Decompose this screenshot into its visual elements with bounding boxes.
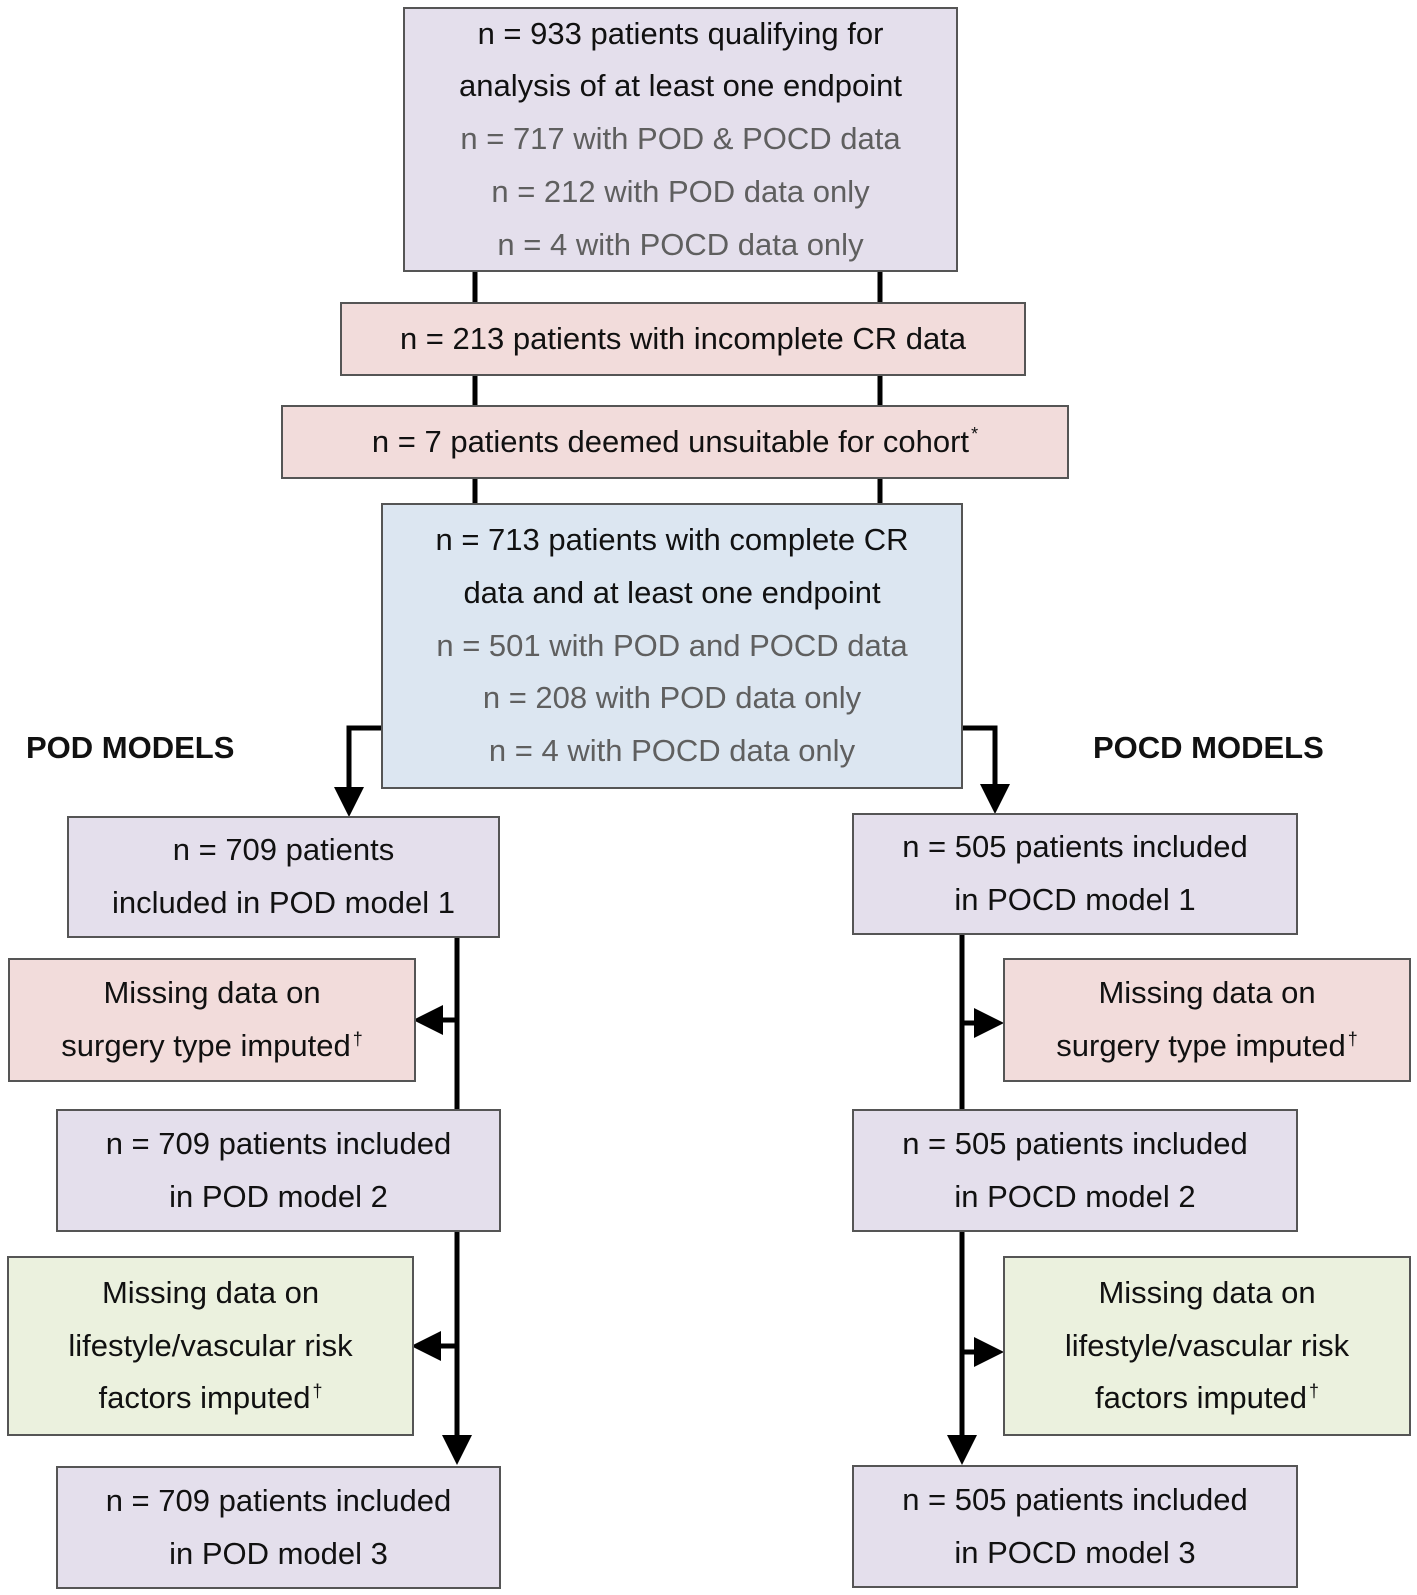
unsuitable-line: n = 7 patients deemed unsuitable for coh…: [372, 419, 978, 466]
complete-cr-line1: n = 713 patients with complete CR: [435, 522, 909, 558]
pocd-lifestyle-line2: lifestyle/vascular risk: [1064, 1327, 1350, 1363]
total-qualifying-box: n = 933 patients qualifying for analysis…: [403, 7, 958, 272]
pod-model-1-box: n = 709 patients included in POD model 1: [67, 816, 500, 938]
pocd-lifestyle-line1: Missing data on: [1098, 1274, 1316, 1310]
pocd-model-3-line1: n = 505 patients included: [902, 1481, 1248, 1517]
pod-model-3-line2: in POD model 3: [169, 1535, 388, 1571]
dagger-footnote-mark: †: [312, 1381, 323, 1402]
pod-pocd-count: n = 717 with POD & POCD data: [460, 121, 901, 157]
incomplete-cr-box: n = 213 patients with incomplete CR data: [340, 302, 1026, 376]
arrow-to-pocd-model-1: [961, 725, 1010, 814]
pod-model-2-box: n = 709 patients included in POD model 2: [56, 1109, 501, 1232]
pod-surgery-line2: surgery type imputed: [61, 1028, 351, 1063]
pod-surgery-line1: Missing data on: [103, 975, 321, 1011]
pocd-lifestyle-line3: factors imputed: [1095, 1380, 1307, 1416]
pod-model-3-line1: n = 709 patients included: [105, 1482, 452, 1518]
unsuitable-text: n = 7 patients deemed unsuitable for coh…: [371, 423, 970, 459]
pod-model-2-line1: n = 709 patients included: [105, 1125, 452, 1161]
pod-lifestyle-line3-wrap: factors imputed†: [99, 1372, 323, 1425]
pocd-lifestyle-line3-wrap: factors imputed†: [1095, 1372, 1319, 1425]
pod-lifestyle-imputed-box: Missing data on lifestyle/vascular risk …: [7, 1256, 414, 1436]
pod-model-1-line1: n = 709 patients: [172, 832, 395, 868]
incomplete-cr-text: n = 213 patients with incomplete CR data: [399, 320, 967, 356]
pod-surgery-line2-wrap: surgery type imputed†: [61, 1020, 363, 1073]
pocd-model-1-box: n = 505 patients included in POCD model …: [852, 813, 1298, 935]
total-qualifying-line1: n = 933 patients qualifying for: [477, 15, 884, 51]
pocd-model-2-line2: in POCD model 2: [954, 1178, 1196, 1214]
pocd-surgery-line1: Missing data on: [1098, 975, 1316, 1011]
pocd-surgery-imputed-box: Missing data on surgery type imputed†: [1003, 958, 1411, 1082]
arrow-to-pod-model-1: [334, 725, 381, 817]
pod-models-heading: POD MODELS: [26, 730, 235, 765]
dagger-footnote-mark: †: [1308, 1381, 1319, 1402]
pod-lifestyle-line1: Missing data on: [101, 1274, 320, 1310]
pocd-surgery-line2: surgery type imputed: [1056, 1028, 1346, 1063]
asterisk-footnote-mark: *: [971, 424, 979, 445]
pocd-only-count: n = 4 with POCD data only: [497, 226, 864, 262]
complete-cr-line2: data and at least one endpoint: [463, 574, 881, 610]
complete-pocd-only-count: n = 4 with POCD data only: [488, 733, 856, 769]
pocd-model-1-line2: in POCD model 1: [954, 882, 1196, 917]
pocd-model-2-box: n = 505 patients included in POCD model …: [852, 1109, 1298, 1232]
unsuitable-box: n = 7 patients deemed unsuitable for coh…: [281, 405, 1069, 479]
pocd-model-2-line1: n = 505 patients included: [902, 1125, 1248, 1161]
complete-pod-pocd-count: n = 501 with POD and POCD data: [436, 627, 908, 663]
pod-lifestyle-line3: factors imputed: [98, 1380, 311, 1416]
pocd-model-1-line1: n = 505 patients included: [902, 829, 1248, 865]
dagger-footnote-mark: †: [352, 1028, 363, 1049]
pocd-model-3-line2: in POCD model 3: [954, 1534, 1196, 1570]
pocd-lifestyle-imputed-box: Missing data on lifestyle/vascular risk …: [1003, 1256, 1411, 1436]
pod-lifestyle-line2: lifestyle/vascular risk: [68, 1327, 353, 1363]
pod-model-1-line2: included in POD model 1: [112, 885, 455, 920]
dagger-footnote-mark: †: [1347, 1028, 1358, 1049]
pod-only-count: n = 212 with POD data only: [491, 173, 870, 209]
pocd-models-heading: POCD MODELS: [1093, 730, 1324, 765]
pocd-model-3-box: n = 505 patients included in POCD model …: [852, 1465, 1298, 1588]
total-qualifying-line2: analysis of at least one endpoint: [459, 68, 902, 104]
complete-cr-box: n = 713 patients with complete CR data a…: [381, 503, 963, 789]
pod-model-3-box: n = 709 patients included in POD model 3: [56, 1466, 501, 1589]
pod-model-2-line2: in POD model 2: [169, 1178, 388, 1214]
pocd-surgery-line2-wrap: surgery type imputed†: [1056, 1020, 1358, 1073]
complete-pod-only-count: n = 208 with POD data only: [482, 680, 862, 716]
pod-surgery-imputed-box: Missing data on surgery type imputed†: [8, 958, 416, 1082]
